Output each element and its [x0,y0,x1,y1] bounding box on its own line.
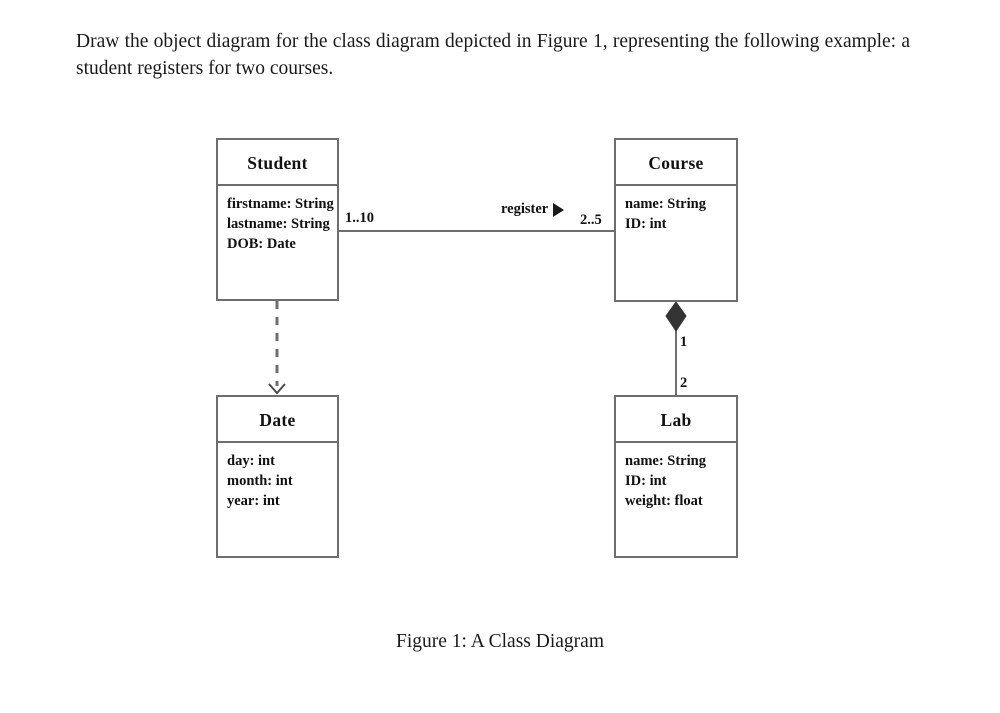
uml-attribute: month: int [227,473,293,489]
uml-class-date[interactable]: Date day: int month: int year: int [216,395,339,558]
uml-attribute: ID: int [625,216,667,232]
uml-attributes-course: name: String ID: int [616,186,736,234]
uml-attribute: firstname: String [227,196,334,212]
uml-attribute: name: String [625,453,706,469]
multiplicity-student-side: 1..10 [345,210,374,226]
uml-attributes-student: firstname: String lastname: String DOB: … [218,186,337,254]
dependency-arrowhead-icon [268,383,286,395]
uml-attributes-date: day: int month: int year: int [218,443,337,511]
multiplicity-composition-lab-side: 2 [680,375,688,391]
uml-class-name-date: Date [218,397,337,443]
uml-class-name-course: Course [616,140,736,186]
uml-class-lab[interactable]: Lab name: String ID: int weight: float [614,395,738,558]
composition-diamond-icon [665,301,687,332]
multiplicity-composition-course-side: 1 [680,334,688,350]
uml-attribute: DOB: Date [227,236,296,252]
multiplicity-course-side: 2..5 [580,212,602,228]
uml-class-student[interactable]: Student firstname: String lastname: Stri… [216,138,339,301]
exercise-prompt: Draw the object diagram for the class di… [76,30,910,79]
uml-attribute: weight: float [625,493,703,509]
uml-class-course[interactable]: Course name: String ID: int [614,138,738,302]
association-label-group: register [501,201,565,218]
uml-class-name-lab: Lab [616,397,736,443]
uml-attribute: day: int [227,453,275,469]
association-label-register: register [501,201,549,217]
figure-caption: Figure 1: A Class Diagram [396,631,604,652]
uml-attribute: ID: int [625,473,667,489]
uml-class-name-student: Student [218,140,337,186]
uml-attributes-lab: name: String ID: int weight: float [616,443,736,511]
triangle-right-icon [553,202,565,217]
uml-attribute: lastname: String [227,216,330,232]
uml-attribute: year: int [227,493,280,509]
uml-attribute: name: String [625,196,706,212]
